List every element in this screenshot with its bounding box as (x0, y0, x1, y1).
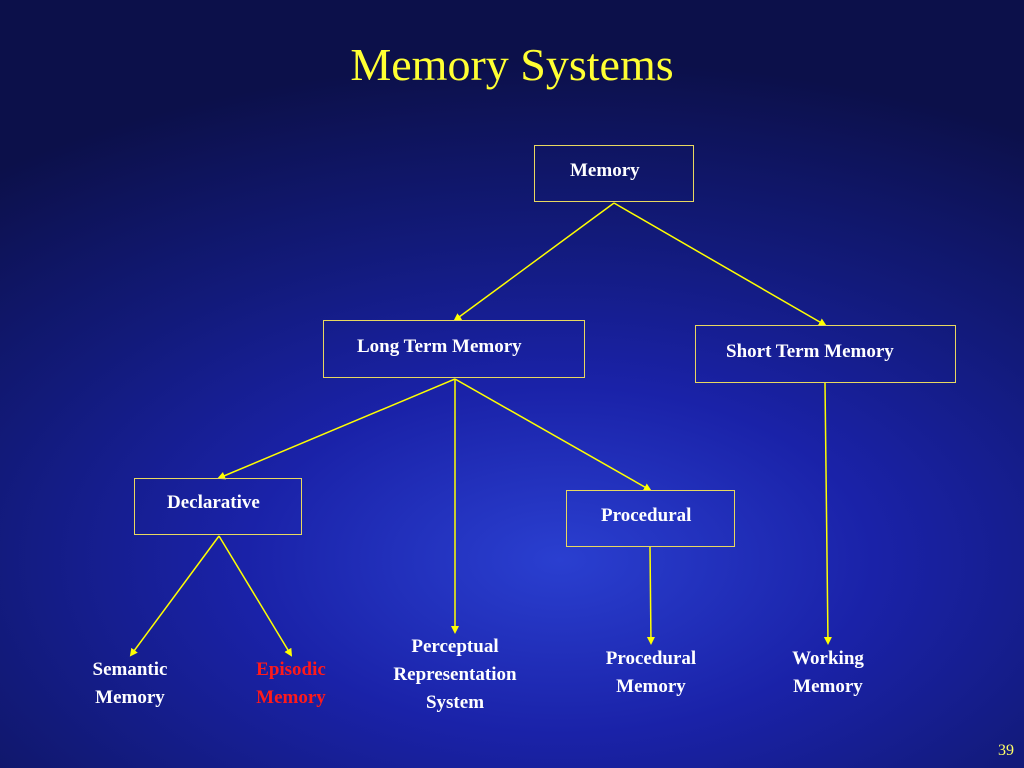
edge-memory-longterm (453, 202, 615, 322)
memory-node-label: Memory (570, 160, 640, 181)
working-memory-leaf: Working Memory (758, 645, 898, 701)
semantic-memory-line2: Memory (95, 687, 165, 708)
declarative-node: Declarative (134, 478, 302, 535)
episodic-memory-leaf: Episodic Memory (221, 656, 361, 712)
short-term-memory-node: Short Term Memory (695, 325, 956, 383)
episodic-memory-line1: Episodic (256, 659, 326, 680)
perceptual-line2: Representation (393, 664, 517, 685)
declarative-label: Declarative (167, 492, 260, 513)
edge-longterm-procedural (454, 378, 652, 491)
working-memory-line2: Memory (793, 676, 863, 697)
edge-procedural-procmemory (646, 546, 655, 645)
slide-title: Memory Systems (350, 39, 674, 90)
edge-declarative-semantic (129, 535, 220, 657)
edge-longterm-declarative (217, 378, 456, 480)
long-term-memory-label: Long Term Memory (357, 336, 522, 357)
edge-shortterm-working (823, 382, 832, 645)
episodic-memory-line2: Memory (256, 687, 326, 708)
short-term-memory-label: Short Term Memory (726, 341, 894, 362)
procedural-memory-line1: Procedural (605, 648, 697, 669)
semantic-memory-line1: Semantic (92, 659, 168, 680)
semantic-memory-leaf: Semantic Memory (60, 656, 200, 712)
perceptual-line1: Perceptual (411, 636, 499, 657)
procedural-label: Procedural (601, 505, 692, 526)
perceptual-line3: System (425, 692, 485, 713)
perceptual-representation-system-leaf: Perceptual Representation System (365, 633, 545, 717)
edge-declarative-episodic (218, 535, 293, 657)
memory-node: Memory (534, 145, 694, 202)
page-number: 39 (998, 742, 1014, 759)
long-term-memory-node: Long Term Memory (323, 320, 585, 378)
procedural-node: Procedural (566, 490, 735, 547)
procedural-memory-line2: Memory (616, 676, 686, 697)
working-memory-line1: Working (792, 648, 864, 669)
procedural-memory-leaf: Procedural Memory (576, 645, 726, 701)
edge-memory-shortterm (613, 202, 827, 327)
